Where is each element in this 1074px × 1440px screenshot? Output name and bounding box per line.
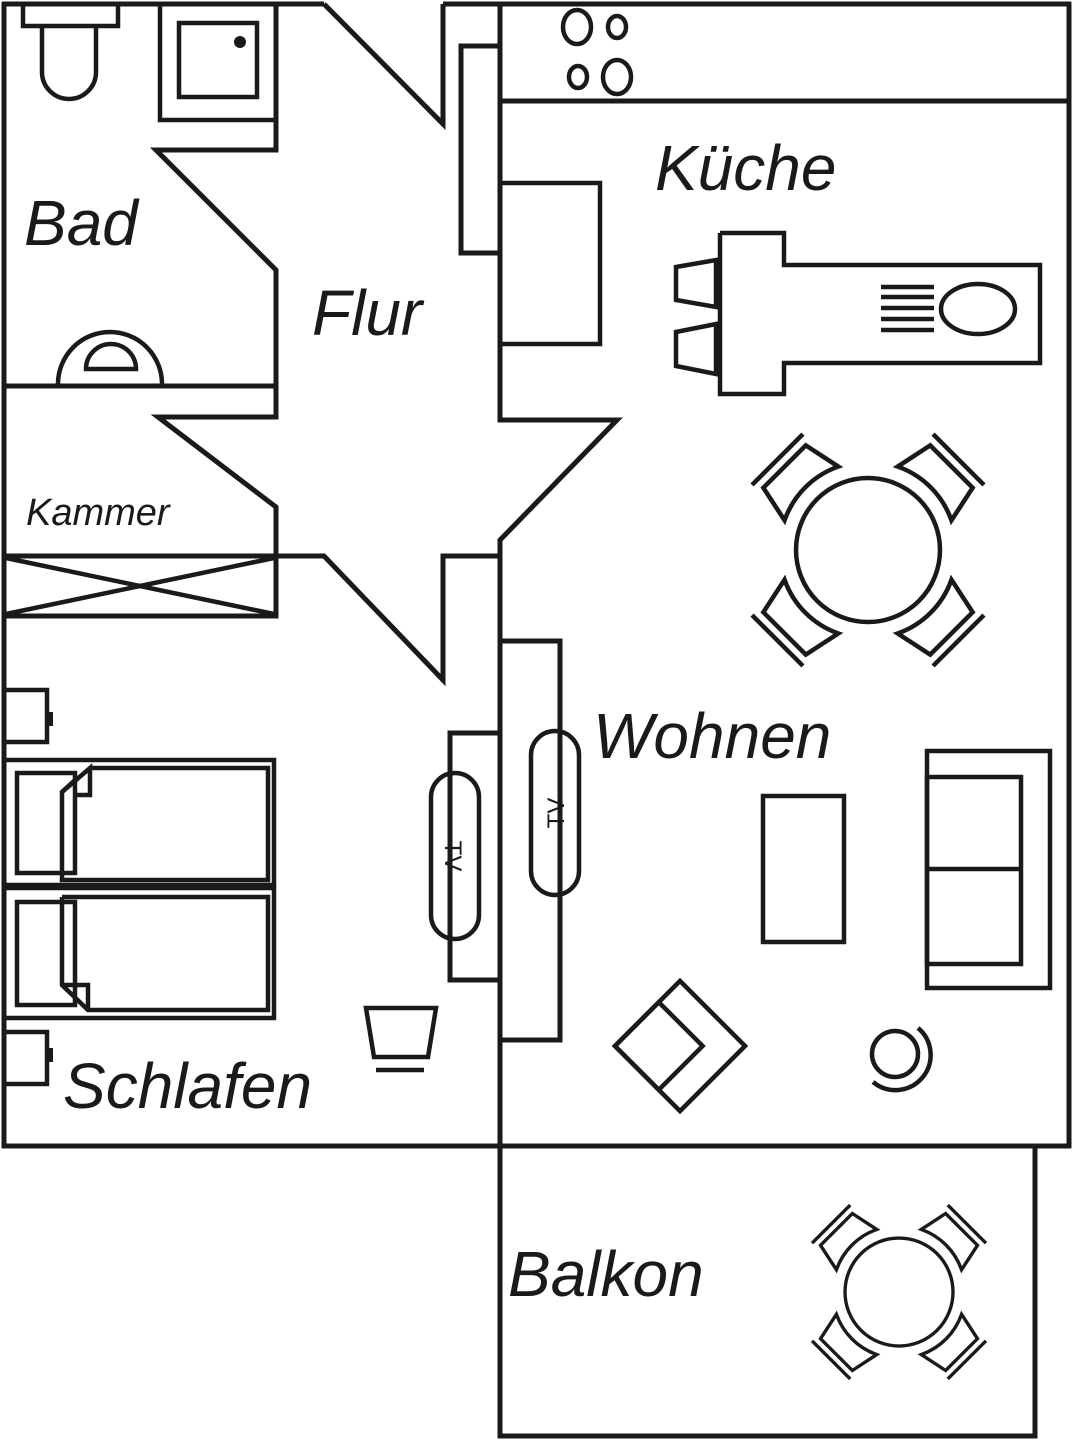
room-label-flur: Flur [312,277,425,349]
coffee-table [760,793,847,945]
kitchen-cabinet [497,180,603,347]
chair-icon [917,1203,988,1274]
bar-stool [673,321,719,377]
floor-lamp-icon [869,1026,933,1093]
room-label-schlafen: Schlafen [63,1050,312,1122]
balkon [497,1146,1038,1439]
wall-kammer-right [150,386,279,556]
tv-cabinet-wohnen [500,638,563,1043]
flur-cabinet [458,43,498,256]
wohnen-furniture [500,638,1053,1115]
room-label-kammer: Kammer [26,492,171,534]
kitchen-bar [717,230,1043,397]
stove-icon [560,7,634,97]
wall-balkon [497,1146,1038,1439]
wardrobe-cross-2 [5,555,275,617]
kueche-furniture [497,7,1069,397]
chair-icon [892,432,986,526]
room-label-balkon: Balkon [508,1238,704,1310]
shower-icon [157,1,279,123]
door-schlafen-swing [276,553,500,687]
chair-icon [917,1310,988,1381]
chair-icon [810,1203,881,1274]
wardrobe [1,553,279,619]
sink-basin-icon [938,281,1018,337]
tv-cabinet-schlafen [447,730,498,983]
bad-furniture [20,1,279,385]
sink-drainer-icon [881,284,934,333]
double-bed-icon [1,757,277,1021]
toilet-icon [20,1,121,102]
washbasin-icon [55,329,165,385]
door-entrance-swing [322,2,446,131]
table-top [793,475,943,625]
chair-icon [750,574,844,668]
room-label-kueche: Küche [655,132,836,204]
armchair-icon [611,977,749,1115]
room-label-wohnen: Wohnen [593,700,831,772]
room-label-bad: Bad [24,187,140,259]
tv-label-schlafen: TV [439,841,466,872]
nightstand-icon [1,1029,53,1087]
chair-icon [750,432,844,526]
dining-table-icon [750,432,986,668]
tv-wohnen [528,728,582,898]
table-top [843,1236,955,1348]
chair-icon [810,1310,881,1381]
balcony-table-icon [810,1203,988,1381]
bar-stool [673,257,719,310]
nightstand-icon [1,687,53,745]
walls [1,1,1072,1149]
tv-label-wohnen: TV [543,798,570,829]
schlafen-furniture [1,687,498,1087]
chair-icon [892,574,986,668]
sofa-icon [924,748,1053,991]
tv-schlafen [428,770,482,942]
side-lamp-icon [363,1005,439,1073]
